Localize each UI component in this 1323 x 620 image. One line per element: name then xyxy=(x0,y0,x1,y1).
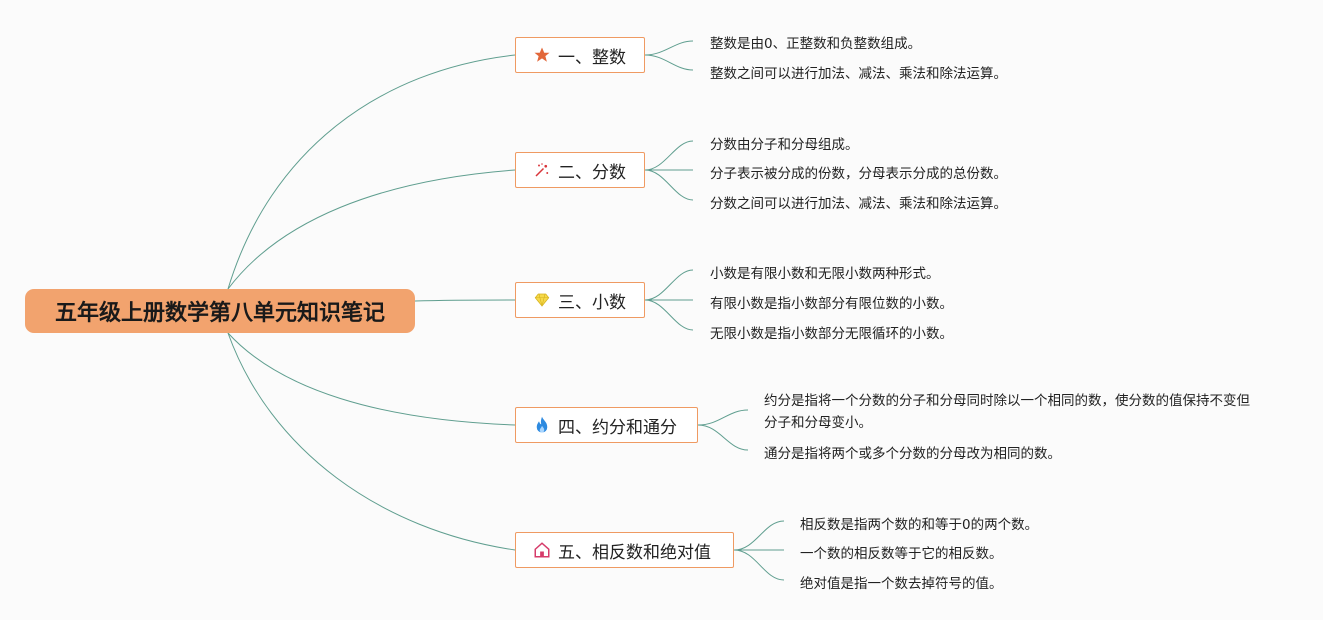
leaf-item[interactable]: 相反数是指两个数的和等于0的两个数。 xyxy=(800,517,1039,533)
leaf-link-2-1 xyxy=(644,140,694,171)
leaf-item[interactable]: 约分是指将一个分数的分子和分母同时除以一个相同的数，使分数的值保持不变但分子和分… xyxy=(764,393,1250,431)
leaf-item[interactable]: 无限小数是指小数部分无限循环的小数。 xyxy=(710,326,953,342)
leaf-item[interactable]: 小数是有限小数和无限小数两种形式。 xyxy=(710,266,940,282)
root-link-4 xyxy=(227,332,516,426)
leaf-link-2-3 xyxy=(644,169,694,201)
branch-integers[interactable]: 一、整数 xyxy=(515,37,645,73)
root-link-5 xyxy=(227,332,516,551)
branch-label: 二、分数 xyxy=(558,162,626,183)
leaf-link-5-1 xyxy=(733,520,785,551)
root-link-1 xyxy=(227,54,516,290)
branch-decimals[interactable]: 三、小数 xyxy=(515,282,645,318)
branch-reduction[interactable]: 四、约分和通分 xyxy=(515,407,698,443)
leaf-item[interactable]: 分子表示被分成的份数，分母表示分成的总份数。 xyxy=(710,166,1007,182)
flame-icon xyxy=(532,415,552,435)
branch-label: 四、约分和通分 xyxy=(558,417,677,438)
leaf-item[interactable]: 通分是指将两个或多个分数的分母改为相同的数。 xyxy=(764,446,1061,462)
sparkle-icon xyxy=(532,160,552,180)
leaf-item[interactable]: 有限小数是指小数部分有限位数的小数。 xyxy=(710,296,953,312)
home-icon xyxy=(532,540,552,560)
branch-fractions[interactable]: 二、分数 xyxy=(515,152,645,188)
leaf-link-4-2 xyxy=(697,424,749,451)
root-link-2 xyxy=(227,169,516,290)
leaf-item[interactable]: 绝对值是指一个数去掉符号的值。 xyxy=(800,576,1003,592)
branch-label: 三、小数 xyxy=(558,292,626,313)
leaf-link-1-2 xyxy=(644,54,694,71)
leaf-item[interactable]: 一个数的相反数等于它的相反数。 xyxy=(800,546,1003,562)
leaf-link-3-1 xyxy=(644,269,694,301)
leaf-item[interactable]: 分数之间可以进行加法、减法、乘法和除法运算。 xyxy=(710,196,1007,212)
branch-label: 五、相反数和绝对值 xyxy=(558,542,711,563)
leaf-link-4-1 xyxy=(697,409,749,426)
diamond-icon xyxy=(532,290,552,310)
root-title: 五年级上册数学第八单元知识笔记 xyxy=(54,301,385,326)
leaf-item[interactable]: 分数由分子和分母组成。 xyxy=(710,137,859,153)
leaf-item[interactable]: 整数之间可以进行加法、减法、乘法和除法运算。 xyxy=(710,66,1007,82)
leaf-link-1-1 xyxy=(644,40,694,56)
leaf-item[interactable]: 整数是由0、正整数和负整数组成。 xyxy=(710,36,922,52)
leaf-link-3-3 xyxy=(644,299,694,331)
leaf-link-5-3 xyxy=(733,549,785,581)
branch-label: 一、整数 xyxy=(558,47,626,68)
star-icon xyxy=(532,45,552,65)
root-node[interactable]: 五年级上册数学第八单元知识笔记 xyxy=(25,289,415,333)
root-link-3 xyxy=(414,299,516,302)
branch-opposite-absolute[interactable]: 五、相反数和绝对值 xyxy=(515,532,734,568)
